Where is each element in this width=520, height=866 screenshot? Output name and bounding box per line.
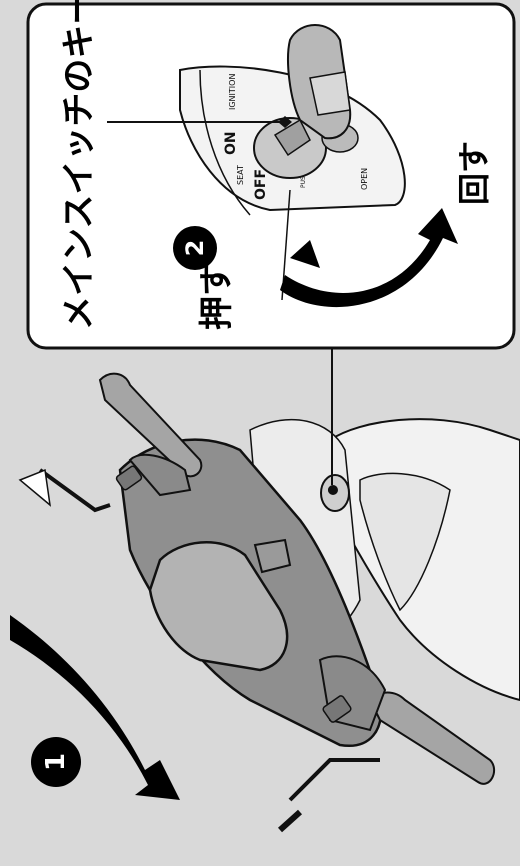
main-switch-key-label: メインスイッチのキー	[59, 0, 99, 330]
marking-open: OPEN	[360, 168, 369, 190]
step2-number: 2	[181, 240, 209, 257]
marking-seat: SEAT	[236, 165, 245, 185]
key-emblem	[310, 72, 350, 115]
push-label: 押す	[197, 262, 237, 330]
callout-panel: ON OFF SEAT IGNITION OPEN PUSH 2 メインスイッチ…	[28, 0, 514, 348]
turn-label: 回す	[455, 141, 493, 205]
right-grip	[370, 693, 494, 784]
callout-anchor	[328, 486, 336, 494]
marking-off: OFF	[253, 169, 269, 200]
scooter-body	[20, 374, 520, 830]
left-mirror-stub	[20, 470, 50, 505]
step1-badge: 1	[31, 737, 81, 787]
marking-on: ON	[223, 131, 239, 155]
step1-number: 1	[41, 753, 71, 771]
marking-ignition: IGNITION	[228, 74, 237, 110]
right-mirror-stub	[280, 812, 300, 830]
indicator-box	[255, 540, 290, 572]
right-brake-lever	[290, 760, 380, 800]
